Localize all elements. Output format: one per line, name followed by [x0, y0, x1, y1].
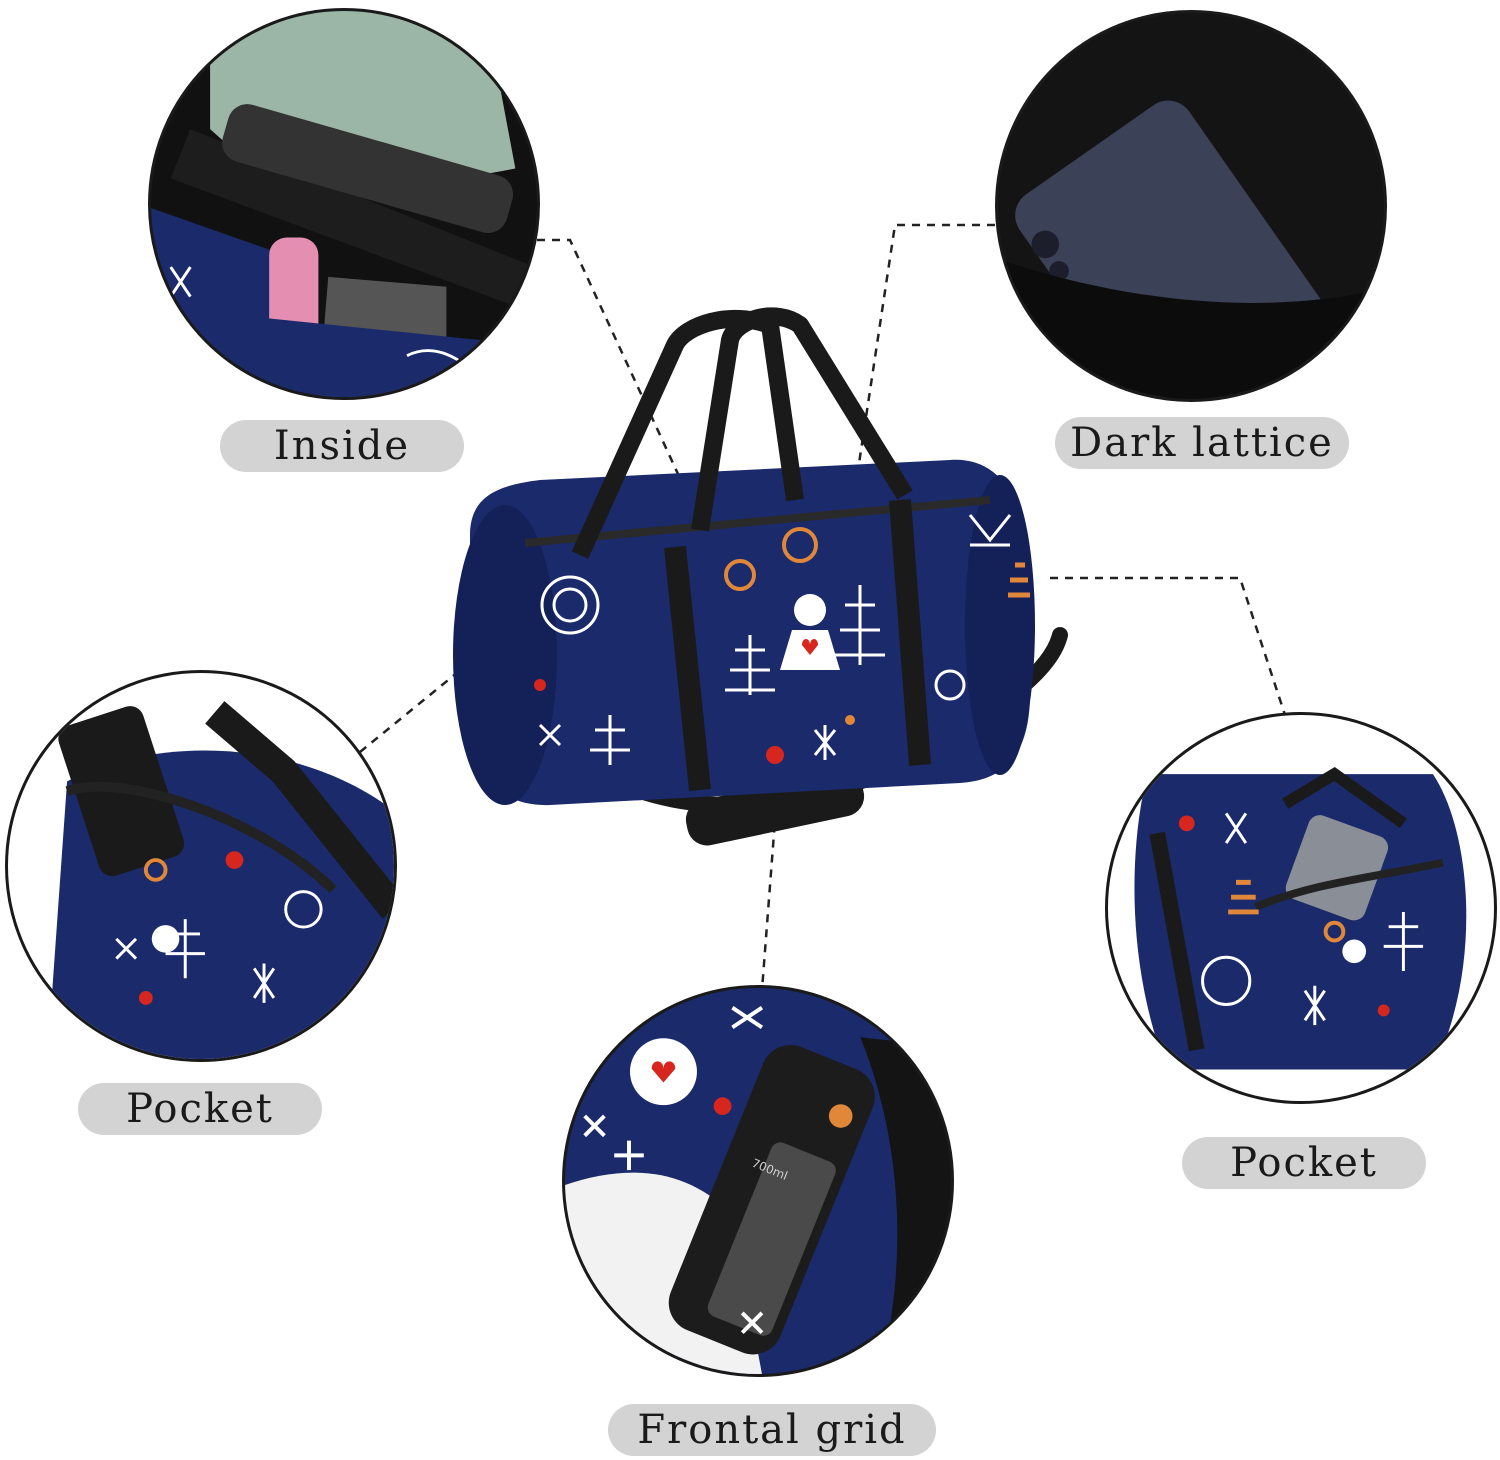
label-pocket-left: Pocket: [78, 1083, 322, 1135]
label-dark-lattice: Dark lattice: [1055, 417, 1349, 469]
callout-inside: [148, 8, 540, 400]
callout-frontal-grid: 700ml: [562, 985, 954, 1377]
callout-pocket-right: [1105, 712, 1497, 1104]
label-frontal-grid: Frontal grid: [608, 1404, 936, 1456]
label-pocket-right: Pocket: [1182, 1137, 1426, 1189]
label-inside: Inside: [220, 420, 464, 472]
leader-pocket-right: [1050, 576, 1287, 716]
leader-pocket-left: [359, 649, 486, 753]
callout-pocket-left: [5, 670, 397, 1062]
duffel-bag: [430, 285, 1070, 885]
leader-dark-lattice: [853, 223, 995, 491]
callout-dark-lattice: [995, 10, 1387, 402]
